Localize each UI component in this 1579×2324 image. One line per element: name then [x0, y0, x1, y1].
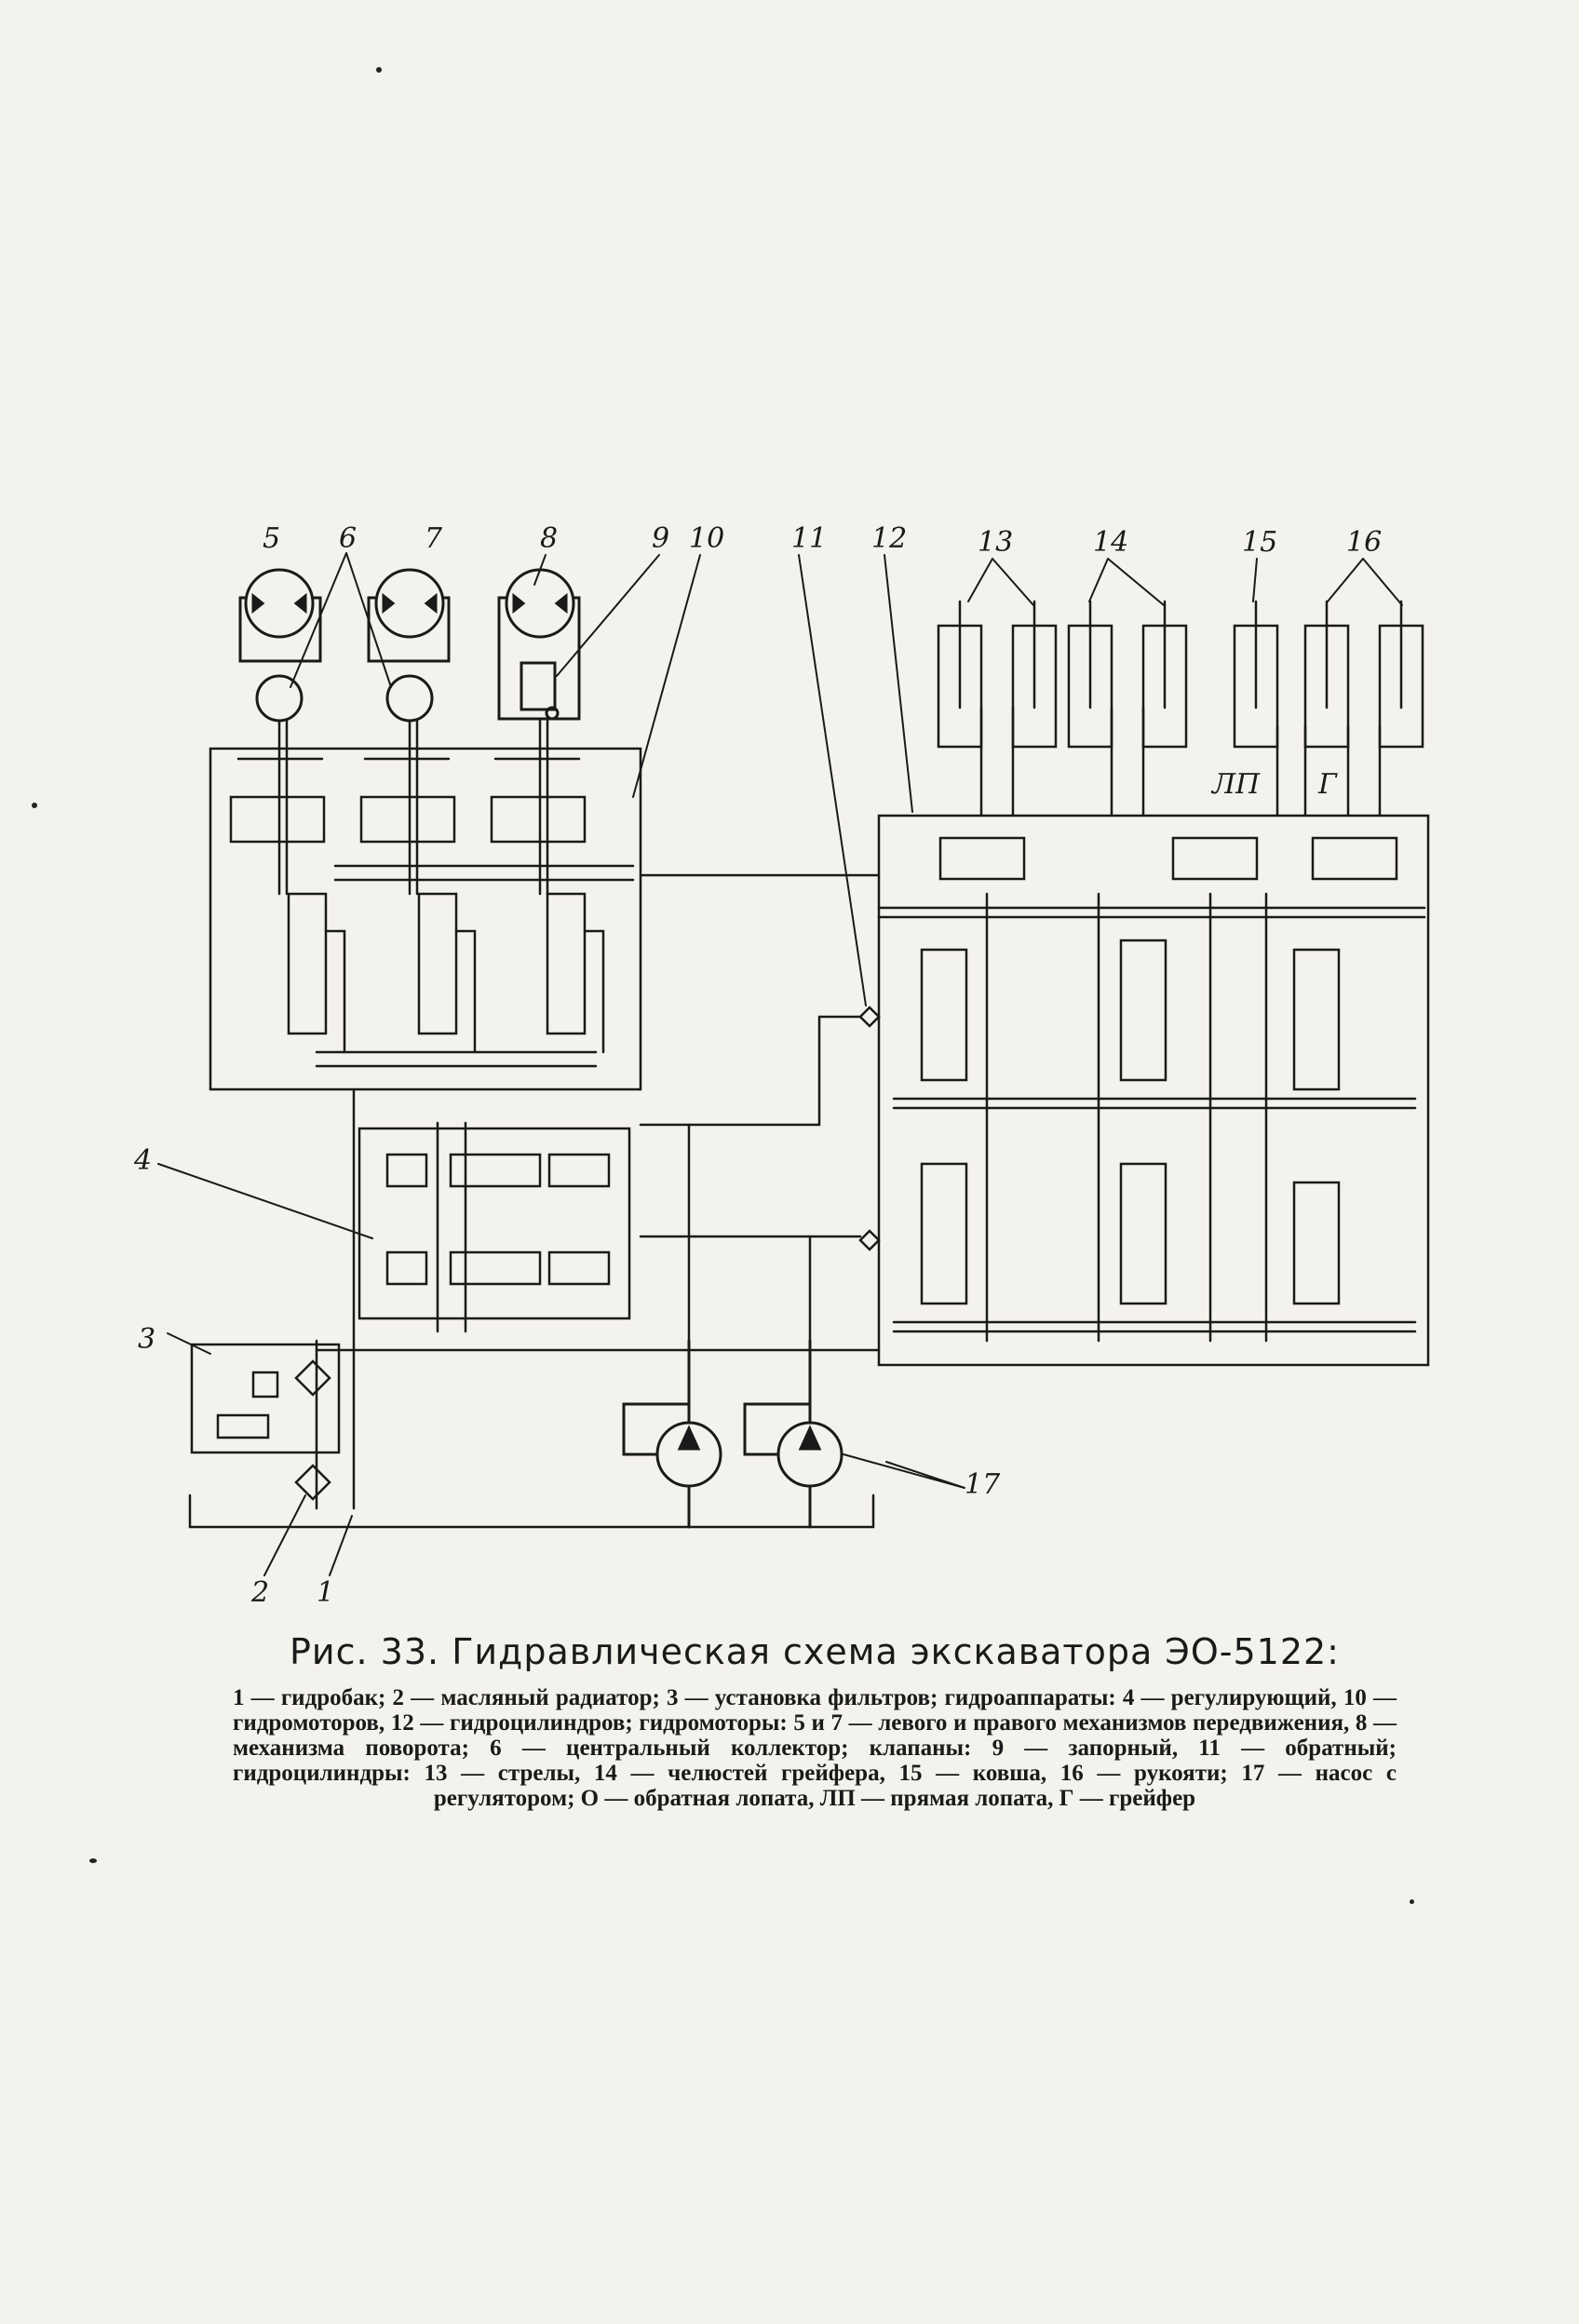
label-4: 4 [133, 1144, 152, 1177]
hydraulic-schematic: 5 6 7 8 9 10 11 12 13 14 15 16 4 3 2 1 1… [133, 522, 1430, 1601]
leader-lines [157, 552, 1403, 1576]
motor-5 [238, 568, 322, 723]
scan-speck [1410, 1899, 1414, 1904]
label-11: 11 [791, 522, 827, 555]
label-9: 9 [652, 522, 669, 555]
caption-legend: 1 — гидробак; 2 — масляный радиатор; 3 —… [233, 1685, 1397, 1811]
label-5: 5 [263, 522, 280, 555]
pump-17-left [622, 1339, 722, 1529]
scan-speck [89, 1858, 97, 1863]
check-valves-11 [639, 1006, 881, 1251]
regulating-block-4 [358, 1121, 631, 1333]
main-lines [315, 873, 881, 1510]
cylinder-lines [979, 706, 1382, 817]
caption-title: Рис. 33. Гидравлическая схема экскаватор… [290, 1631, 1340, 1672]
figure-caption: Рис. 33. Гидравлическая схема экскаватор… [233, 1631, 1397, 1811]
pump-17-right [743, 1339, 843, 1529]
label-8: 8 [540, 522, 558, 555]
label-3: 3 [138, 1323, 155, 1356]
valve-block-12 [877, 814, 1430, 1367]
label-7: 7 [425, 522, 443, 555]
label-12: 12 [871, 522, 907, 555]
cylinders-13 [937, 600, 1058, 749]
label-16: 16 [1346, 526, 1382, 559]
filter-unit-3 [190, 1343, 341, 1454]
callout-labels: 5 6 7 8 9 10 11 12 13 14 15 16 4 3 2 1 1… [133, 522, 1382, 1601]
motor-8 [497, 568, 581, 721]
label-lp: ЛП [1210, 768, 1261, 801]
label-g: Г [1317, 768, 1338, 801]
motor-7 [367, 568, 451, 723]
cylinders-16 [1303, 600, 1424, 749]
cylinders-14 [1067, 600, 1188, 749]
radiator-2 [294, 1464, 331, 1501]
label-1: 1 [317, 1576, 334, 1601]
label-2: 2 [250, 1576, 269, 1601]
tank-1 [188, 1493, 875, 1529]
scan-speck [376, 67, 382, 73]
label-10: 10 [689, 522, 724, 555]
label-15: 15 [1242, 526, 1277, 559]
cylinder-15 [1233, 600, 1279, 749]
label-13: 13 [978, 526, 1013, 559]
label-6: 6 [339, 522, 357, 555]
label-14: 14 [1093, 526, 1128, 559]
scan-speck [32, 803, 37, 808]
label-17: 17 [965, 1468, 1001, 1501]
valve-block-10 [209, 719, 642, 1091]
